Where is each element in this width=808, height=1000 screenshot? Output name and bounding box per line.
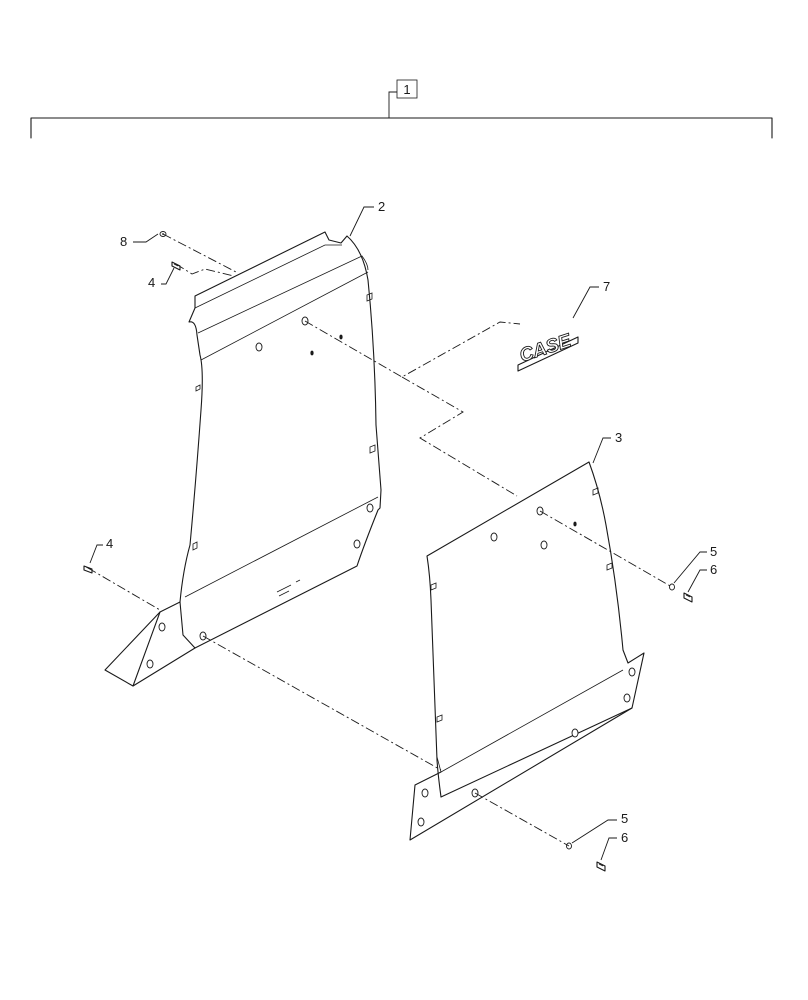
- assembly-centerlines: [87, 233, 673, 847]
- callout-7: 7: [603, 279, 610, 294]
- panel-upper: [104, 231, 382, 687]
- callout-6-lower: 6: [621, 830, 628, 845]
- mini-logo: [276, 579, 301, 597]
- callout-4-left: 4: [106, 536, 113, 551]
- callout-1: 1: [403, 82, 410, 97]
- callout-4-upper: 4: [148, 275, 155, 290]
- hole: [623, 693, 631, 703]
- callout-3: 3: [615, 430, 622, 445]
- bolt-6-lower: [596, 861, 606, 872]
- panel-lower: [409, 461, 645, 841]
- assembly-bracket: 1: [30, 79, 773, 139]
- callout-5-lower: 5: [621, 811, 628, 826]
- callout-2: 2: [378, 199, 385, 214]
- callout-8: 8: [120, 234, 127, 249]
- hole: [421, 788, 429, 798]
- hole: [628, 667, 636, 677]
- hole: [158, 622, 166, 632]
- hole: [571, 728, 579, 738]
- callouts: 2 8 4 7 3 4 5 6 5 6: [89, 199, 717, 861]
- hole: [255, 342, 263, 352]
- hole: [353, 539, 361, 549]
- callout-6-upper: 6: [710, 562, 717, 577]
- decal-text: CASE: [517, 330, 575, 367]
- hole: [540, 540, 548, 550]
- bolt-6-upper: [683, 592, 693, 603]
- hole: [417, 817, 425, 827]
- washer-5-upper: [669, 583, 675, 591]
- callout-box-1: [396, 79, 418, 99]
- hole: [146, 659, 154, 669]
- hole: [490, 532, 498, 542]
- callout-5-upper: 5: [710, 544, 717, 559]
- case-decal: CASE: [517, 330, 579, 372]
- hole: [366, 503, 374, 513]
